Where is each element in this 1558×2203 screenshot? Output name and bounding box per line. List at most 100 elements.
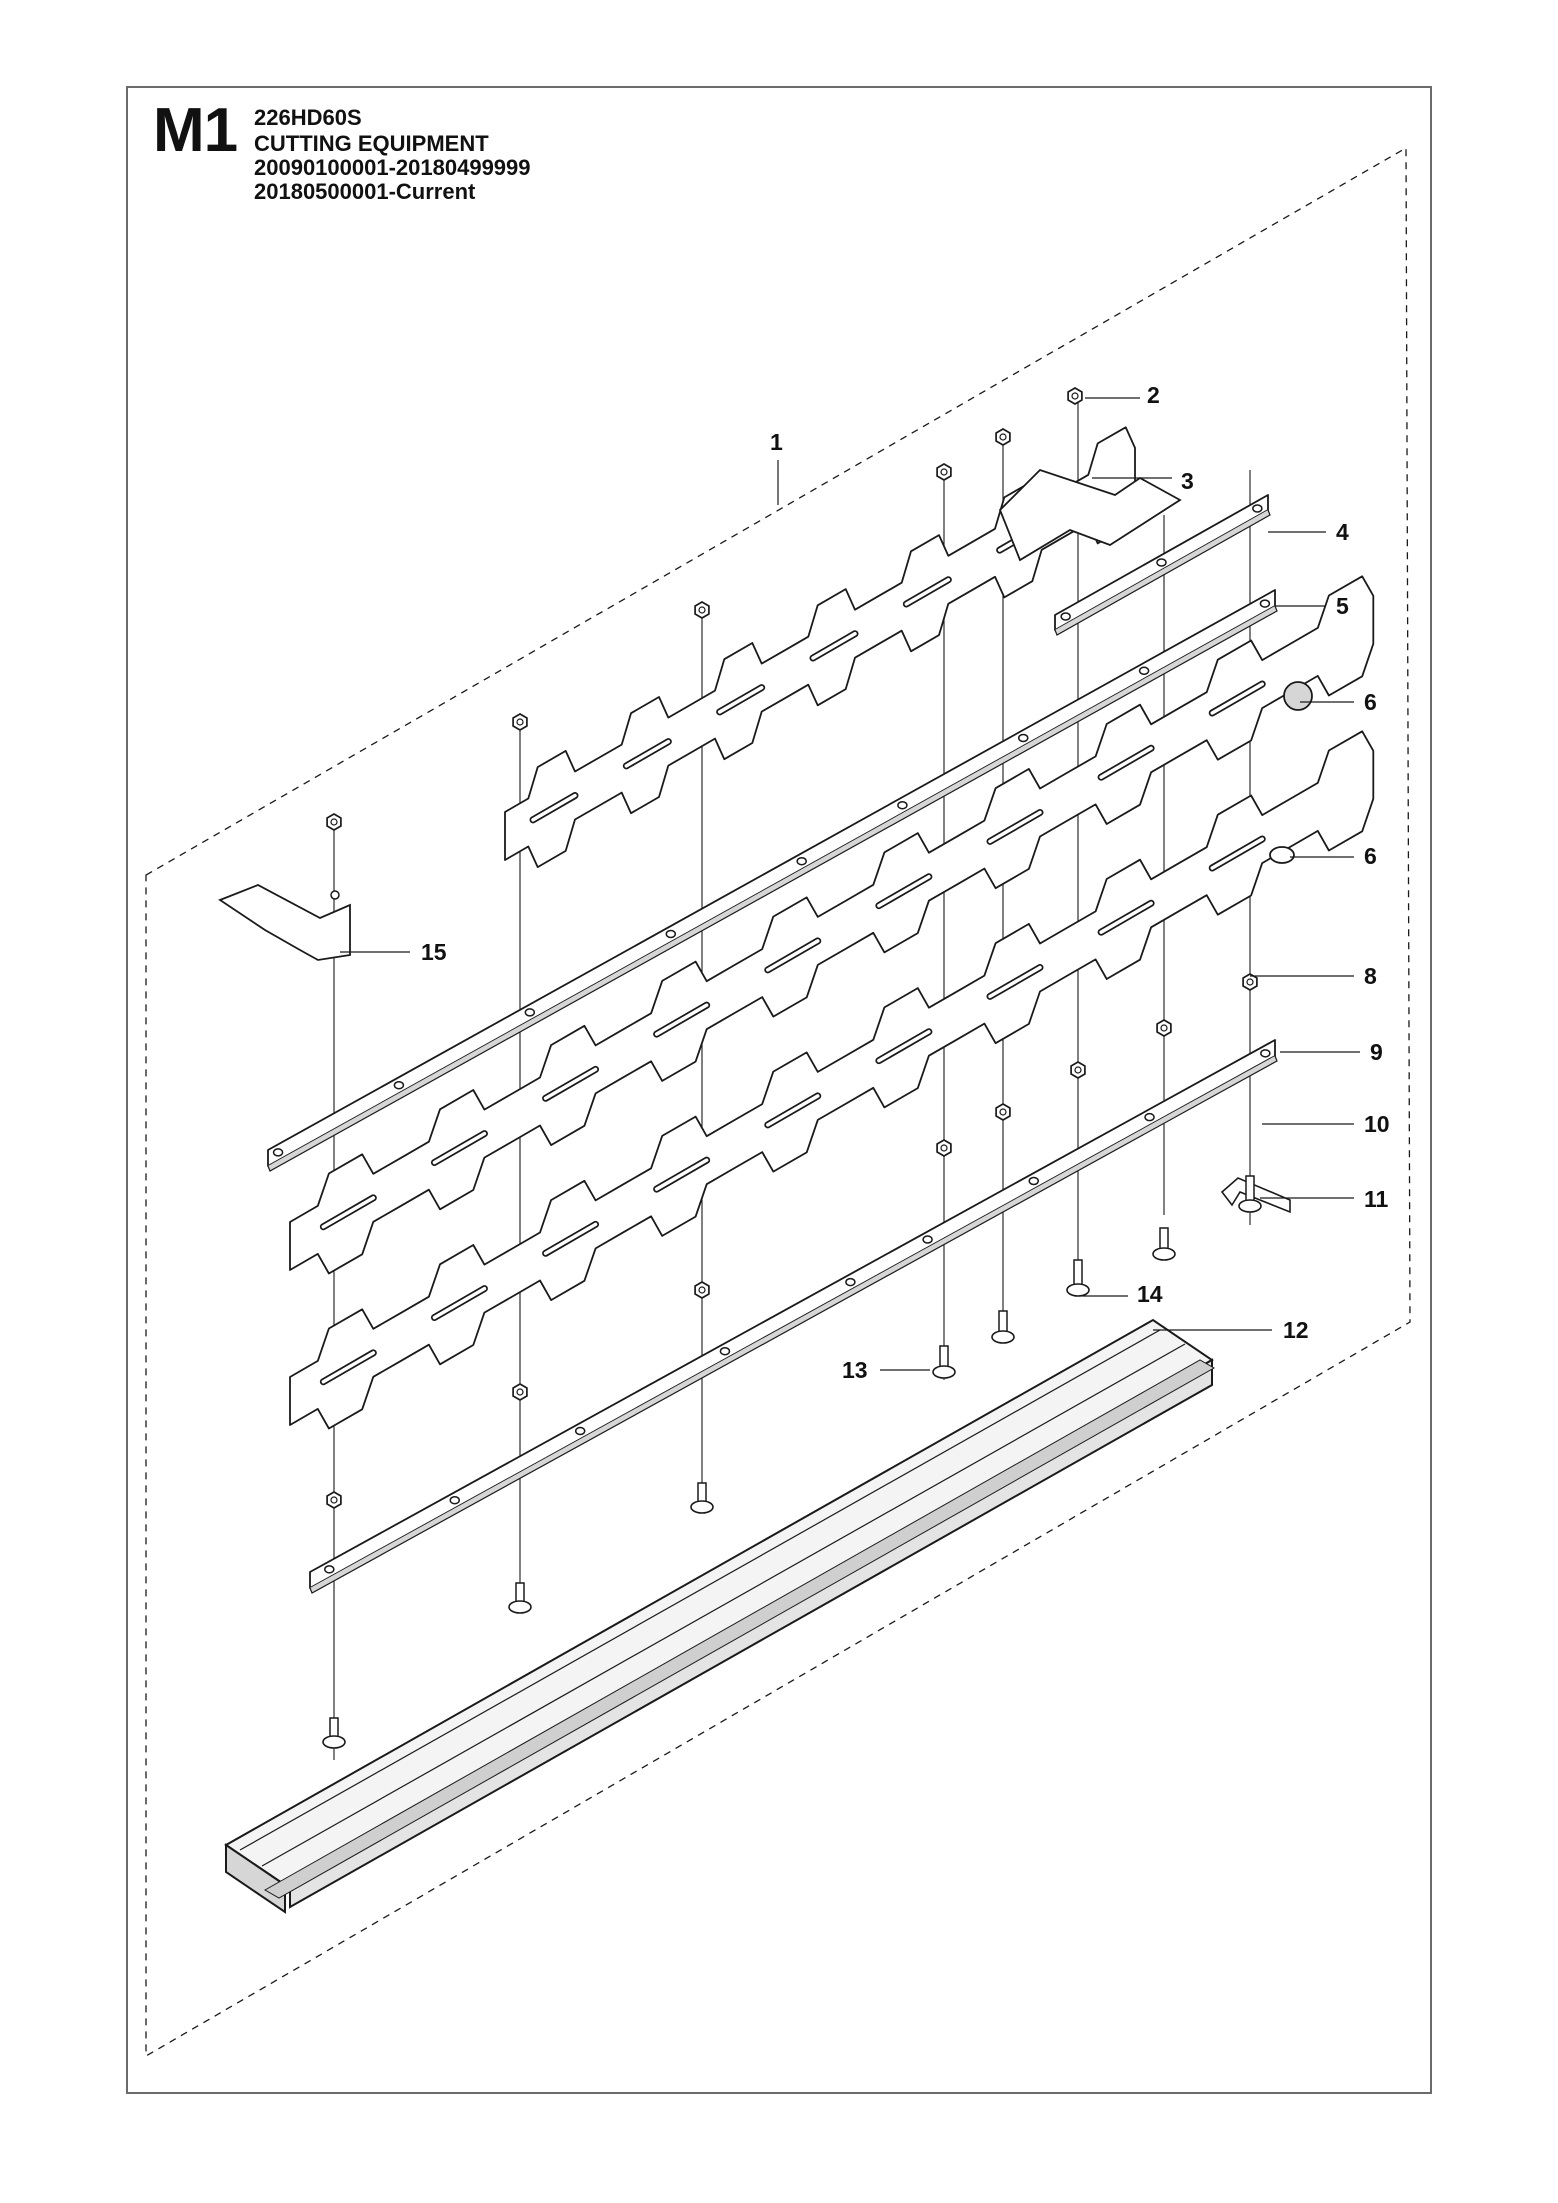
bottom-plate-hole: [449, 1495, 460, 1505]
upper-blade-6: [289, 575, 1375, 1275]
end-plate: [218, 884, 351, 961]
lower-blade-slot-inner: [432, 1286, 487, 1320]
short-plate-hole: [1252, 504, 1263, 513]
callout-11: 11: [1364, 1186, 1389, 1212]
callout-9: 9: [1370, 1039, 1383, 1065]
lower-blade-slot-inner: [766, 1094, 820, 1127]
page-frame: [126, 86, 1432, 2094]
upper-blade: [289, 575, 1375, 1275]
end-plate-hole: [330, 890, 340, 900]
parts-layer: [218, 387, 1375, 1914]
long-plate-hole: [796, 856, 807, 866]
long-plate-hole: [272, 1148, 284, 1157]
guide-bar-top: [224, 1318, 1214, 1887]
nut-bore: [330, 1496, 338, 1504]
upper-blade-slot-inner: [543, 1067, 598, 1101]
upper-blade-slot-inner: [988, 810, 1042, 844]
long-plate-hole: [1138, 666, 1150, 676]
lower-blade-slot-inner: [543, 1222, 598, 1256]
callout-3: 3: [1181, 468, 1194, 494]
nut-bore: [999, 1108, 1007, 1116]
top-blade-slot-inner: [811, 631, 857, 660]
upper-blade-slot-inner: [877, 874, 931, 908]
screw-head: [322, 1735, 346, 1749]
model-name: 226HD60S: [254, 105, 362, 130]
long-plate-hole: [665, 929, 677, 939]
callout-10: 10: [1364, 1111, 1390, 1137]
bracket-10: [1220, 1177, 1291, 1214]
callout-13: 13: [842, 1357, 868, 1383]
nut-bore: [1071, 392, 1079, 400]
top-blade-slot-inner: [531, 793, 577, 822]
bottom-plate-hole: [922, 1235, 933, 1244]
long-plate-hole: [897, 800, 908, 810]
short-plate-hole: [1060, 612, 1071, 621]
nut-bore: [1246, 978, 1254, 986]
lower-blade-slot-inner: [988, 965, 1042, 999]
lower-blade-slot-inner: [654, 1158, 709, 1191]
callout-14: 14: [1137, 1281, 1163, 1307]
screw-head: [508, 1600, 532, 1614]
bottom-plate-hole: [719, 1346, 731, 1356]
callout-2: 2: [1147, 382, 1160, 408]
callout-1: 1: [770, 429, 783, 455]
nut-bore: [698, 1286, 706, 1294]
upper-blade-slot-inner: [1099, 746, 1153, 779]
lower-blade-slot-inner: [1099, 901, 1153, 934]
callout-leaders: [340, 397, 1360, 1371]
screw-head: [1066, 1283, 1090, 1297]
nut-bore: [516, 1388, 524, 1396]
screw-head: [1238, 1199, 1262, 1213]
diagram-title: CUTTING EQUIPMENT: [254, 131, 489, 156]
lower-blade-slot-inner: [877, 1029, 931, 1063]
nut-bore: [516, 718, 524, 726]
nut-bore: [1160, 1024, 1168, 1032]
bottom-plate-hole: [1144, 1112, 1155, 1122]
bottom-plate-hole: [1260, 1049, 1271, 1058]
upper-blade-slot-inner: [1210, 682, 1264, 715]
long-plate-5: [267, 589, 1278, 1172]
upper-blade-end-pin: [1283, 681, 1313, 711]
top-blade-slot-inner: [624, 739, 671, 768]
nut-bore: [999, 433, 1007, 441]
bottom-plate-hole: [324, 1565, 335, 1574]
bottom-plate-9: [309, 1039, 1278, 1594]
lower-blade-slot-inner: [321, 1351, 376, 1384]
lower-blade-slot-inner: [1210, 837, 1264, 870]
callout-6-lower: 6: [1364, 843, 1377, 869]
screw-head: [932, 1365, 956, 1379]
top-blade-end: [998, 468, 1182, 562]
guide-bar-12: [224, 1318, 1216, 1914]
top-blade-3: [504, 426, 1182, 868]
screw-head: [690, 1500, 714, 1514]
bottom-plate-hole: [1028, 1176, 1039, 1186]
short-plate-edge: [1054, 509, 1271, 636]
screw-head: [991, 1330, 1015, 1344]
lower-blade-end-hole: [1269, 846, 1295, 864]
bracket: [1220, 1177, 1291, 1214]
long-plate-hole: [524, 1008, 536, 1017]
assembly-outline-dashed: [145, 146, 1411, 2058]
callout-8: 8: [1364, 963, 1377, 989]
long-plate-edge: [267, 605, 1278, 1172]
nut-bore: [698, 606, 706, 614]
serial-range-1: 20090100001-20180499999: [254, 155, 531, 180]
upper-blade-slot-inner: [766, 939, 820, 972]
callout-6-upper: 6: [1364, 689, 1377, 715]
guide-bar-end: [225, 1843, 286, 1914]
guide-bar-groove: [261, 1343, 1186, 1867]
short-plate-hole: [1156, 558, 1167, 567]
nut-bore: [940, 1144, 948, 1152]
lower-blade-6: [289, 730, 1375, 1430]
long-plate-hole: [393, 1080, 405, 1090]
callout-5: 5: [1336, 593, 1349, 619]
bottom-plate-edge: [309, 1055, 1278, 1594]
callout-labels: 1 2 3 4 5 6 6 8 9 10 11 12 13 14 15: [421, 382, 1390, 1383]
guide-bar-groove: [239, 1329, 1161, 1851]
callout-4: 4: [1336, 519, 1349, 545]
long-plate-hole: [1018, 733, 1029, 743]
serial-range-2: 20180500001-Current: [254, 179, 476, 204]
upper-blade-slot-inner: [321, 1196, 376, 1229]
callout-12: 12: [1283, 1317, 1309, 1343]
